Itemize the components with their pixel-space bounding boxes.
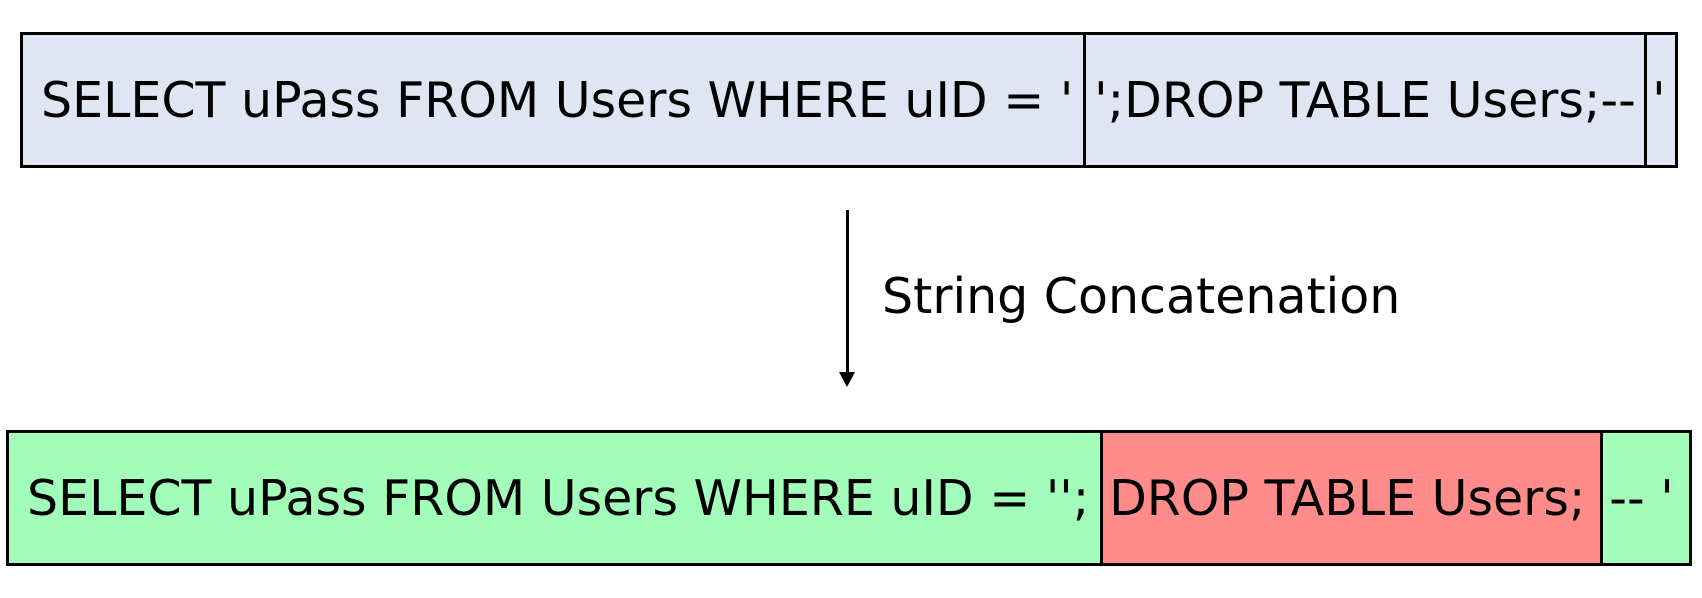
- resulting-query-row: SELECT uPass FROM Users WHERE uID = ''; …: [6, 430, 1692, 566]
- concatenation-label: String Concatenation: [882, 268, 1401, 325]
- legit-query-segment: SELECT uPass FROM Users WHERE uID = '';: [9, 433, 1101, 563]
- query-template-segment: SELECT uPass FROM Users WHERE uID = ': [23, 35, 1084, 165]
- closing-quote-segment: ': [1644, 35, 1675, 165]
- arrow-down-icon: [839, 372, 855, 387]
- comment-segment: -- ': [1600, 433, 1689, 563]
- concatenation-arrow-line: [846, 210, 849, 372]
- user-input-segment: ';DROP TABLE Users;--: [1083, 35, 1645, 165]
- original-query-row: SELECT uPass FROM Users WHERE uID = ' ';…: [20, 32, 1678, 168]
- injected-command-segment: DROP TABLE Users;: [1100, 433, 1601, 563]
